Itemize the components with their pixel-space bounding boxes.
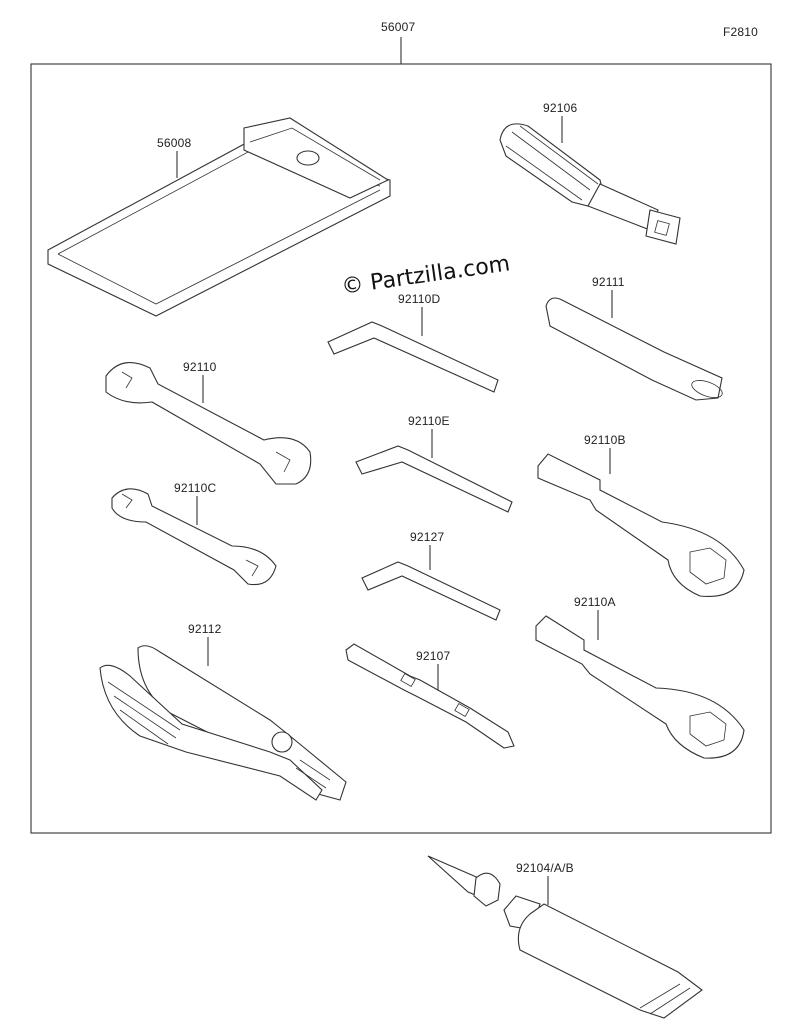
extension-bar-drawing (545, 297, 723, 401)
tool-pouch-drawing (47, 117, 391, 317)
part-number-screwdriver-bit: 92107 (416, 649, 451, 663)
part-number-ring-wrench-b: 92110B (584, 433, 626, 447)
ring-wrench-a-drawing (535, 615, 745, 759)
part-number-grease-tube: 92104/A/B (516, 861, 574, 875)
hex-key-e-drawing (355, 445, 513, 513)
part-number-ring-wrench-a: 92110A (574, 595, 616, 609)
part-number-hex-key-e: 92110E (408, 414, 450, 428)
ring-wrench-b-drawing (537, 453, 745, 598)
part-number-pliers: 92112 (188, 622, 222, 636)
figure-code: F2810 (723, 25, 759, 39)
part-number-extension-bar: 92111 (592, 275, 625, 289)
wrench-small-drawing (111, 488, 277, 586)
screwdriver-bit-drawing (345, 643, 515, 749)
part-number-screwdriver-handle: 92106 (543, 101, 578, 115)
wrench-large-drawing (105, 362, 312, 485)
pliers-drawing (99, 645, 347, 801)
screwdriver-handle-drawing (499, 123, 681, 245)
leader-lines (176, 37, 613, 905)
part-number-hex-key-d: 92110D (398, 292, 441, 306)
part-number-wrench-small: 92110C (174, 481, 217, 495)
part-number-hex-key-small: 92127 (410, 530, 445, 544)
hex-key-small-drawing (361, 561, 501, 621)
part-number-pouch: 56008 (157, 136, 192, 150)
part-number-kit: 56007 (381, 20, 416, 34)
part-number-wrench-large: 92110 (183, 360, 217, 374)
hex-key-d-drawing (327, 321, 499, 393)
grease-tube-drawing (427, 855, 703, 1019)
